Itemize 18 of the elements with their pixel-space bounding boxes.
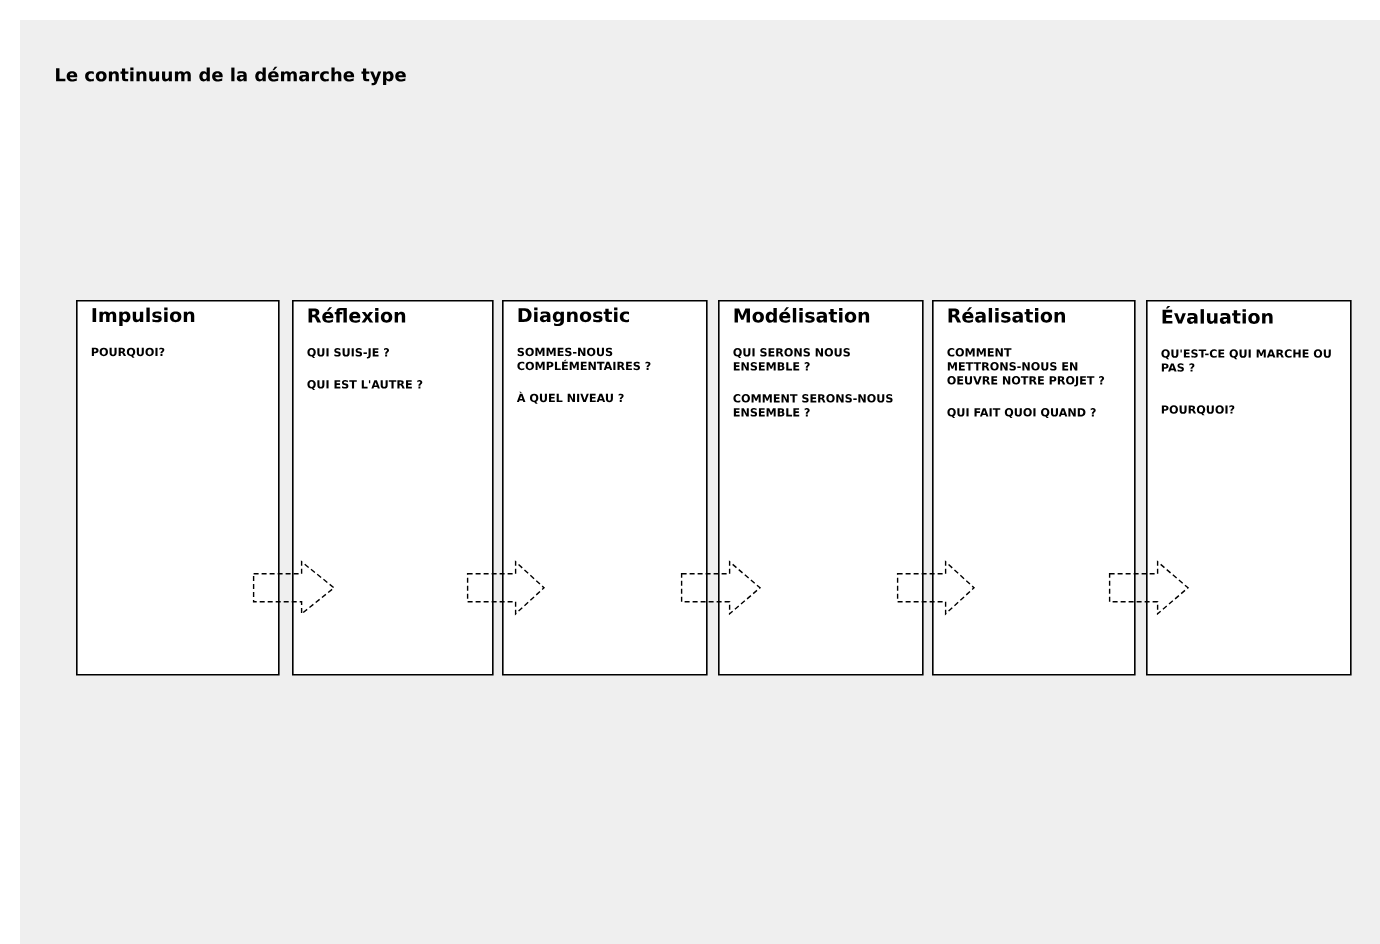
block-arrow	[466, 560, 546, 616]
step-box	[718, 300, 924, 676]
block-arrow	[896, 560, 976, 616]
step-box	[932, 300, 1136, 676]
block-arrow	[1108, 560, 1190, 616]
box-heading: Modélisation	[734, 307, 870, 323]
box-heading: Impulsion	[92, 307, 195, 326]
step-box	[292, 300, 494, 676]
box-heading: Diagnostic	[518, 307, 629, 327]
box-heading: Réflexion	[308, 307, 406, 323]
block-arrow	[252, 560, 336, 616]
title: Le continuum de la démarche type	[56, 66, 406, 86]
step-box	[76, 300, 280, 676]
box-heading: Réalisation	[948, 307, 1065, 323]
step-box	[1146, 300, 1352, 676]
step-box	[502, 300, 708, 676]
box-heading: Évaluation	[1162, 306, 1273, 324]
block-arrow	[680, 560, 762, 616]
